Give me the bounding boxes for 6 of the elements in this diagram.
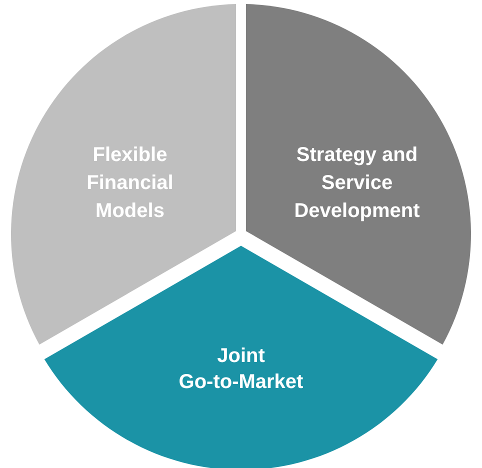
pie-segment [246,4,471,345]
pie-segment [44,246,438,468]
segment-label: Joint Go-to-Market [178,344,304,395]
segment-label: Flexible Financial Models [86,143,174,224]
segment-label: Strategy and Service Development [293,143,421,224]
pie-segment [11,4,236,345]
